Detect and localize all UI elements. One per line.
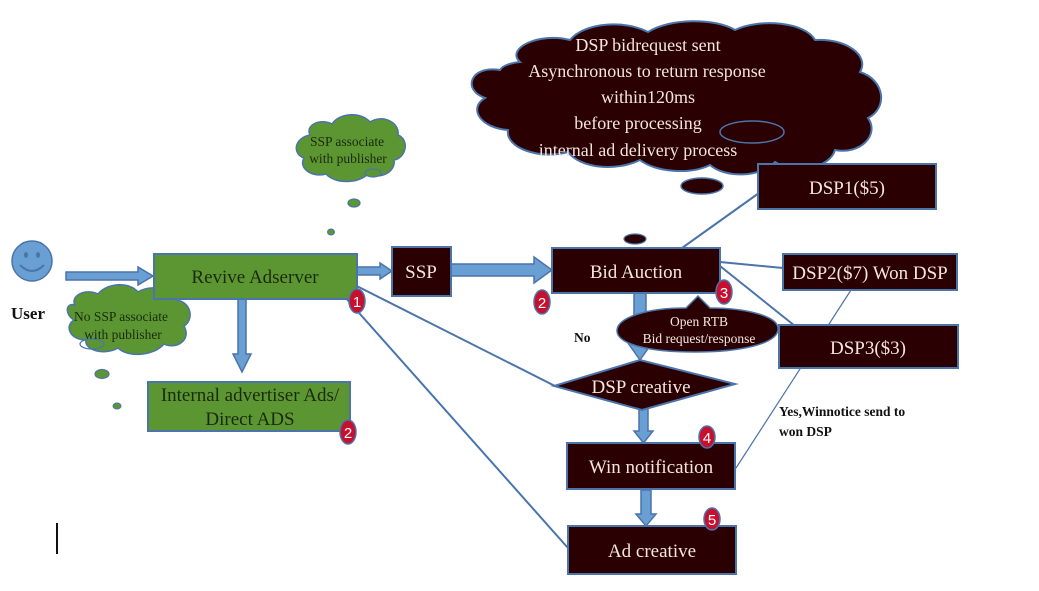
no-ssp-associate-cloud: No SSP associate with publisher bbox=[66, 284, 191, 410]
internal-ads-label-line2: Direct ADS bbox=[205, 409, 294, 430]
svg-text:5: 5 bbox=[708, 512, 716, 529]
internal-ads-node[interactable]: Internal advertiser Ads/ Direct ADS bbox=[147, 381, 351, 432]
ssp-box[interactable] bbox=[391, 246, 452, 297]
cloud-line-3: within120ms bbox=[601, 87, 695, 107]
thought-bubble bbox=[112, 402, 122, 410]
svg-text:1: 1 bbox=[353, 294, 361, 311]
cloud-inner-curve bbox=[79, 338, 105, 350]
smiley-face-icon bbox=[11, 240, 53, 282]
svg-text:4: 4 bbox=[703, 430, 711, 447]
open-rtb-line2: Bid request/response bbox=[643, 331, 756, 346]
thought-bubble bbox=[347, 198, 361, 208]
arrow-dsp-creative-to-win bbox=[632, 404, 655, 445]
dsp-bidrequest-cloud: DSP bidrequest sent Asynchronous to retu… bbox=[470, 20, 883, 245]
user-actor: User bbox=[11, 240, 53, 323]
ad-creative-node[interactable]: Ad creative bbox=[567, 525, 737, 575]
ad-creative-label: Ad creative bbox=[608, 541, 696, 562]
svg-text:2: 2 bbox=[344, 425, 352, 442]
win-notification-node[interactable]: Win notification bbox=[566, 442, 736, 490]
step-badge-2-internal: 2 bbox=[339, 419, 357, 445]
arrow-revive-to-ssp bbox=[355, 261, 394, 281]
arrow-ssp-to-bid bbox=[450, 255, 554, 285]
dsp-creative-node[interactable]: DSP creative bbox=[550, 358, 739, 412]
line-bid-to-dsp1 bbox=[681, 192, 760, 249]
cloud-shape bbox=[66, 284, 191, 356]
svg-text:3: 3 bbox=[720, 285, 728, 302]
revive-adserver-node[interactable]: Revive Adserver bbox=[153, 253, 358, 300]
cloud-inner-curve bbox=[719, 120, 785, 144]
open-rtb-line1: Open RTB bbox=[670, 314, 728, 329]
cloud-line-5: internal ad delivery process bbox=[539, 140, 737, 160]
line-win-to-dsp2 bbox=[735, 289, 852, 469]
internal-ads-label-line1: Internal advertiser Ads/ bbox=[161, 385, 340, 406]
user-label: User bbox=[11, 304, 45, 323]
smiley-mouth bbox=[19, 264, 45, 272]
dsp1-box[interactable] bbox=[757, 163, 937, 210]
bid-auction-label: Bid Auction bbox=[590, 262, 683, 283]
dsp2-label: DSP2($7) Won DSP bbox=[792, 263, 947, 284]
yes-label-line2: won DSP bbox=[779, 424, 832, 439]
ssp-label: SSP bbox=[405, 262, 437, 283]
win-notification-box[interactable] bbox=[566, 442, 736, 490]
internal-ads-box[interactable] bbox=[147, 381, 351, 432]
cloud-line-1: DSP bidrequest sent bbox=[575, 35, 720, 55]
dsp1-label: DSP1($5) bbox=[809, 178, 885, 199]
dsp-creative-label: DSP creative bbox=[591, 377, 690, 398]
smiley-eye-right bbox=[36, 252, 40, 258]
cloud-shape bbox=[295, 114, 406, 183]
no-label: No bbox=[574, 330, 591, 345]
cloud-line-2: with publisher bbox=[309, 151, 387, 166]
dsp2-box[interactable] bbox=[782, 253, 958, 291]
revive-adserver-box[interactable] bbox=[153, 253, 358, 300]
callout-shape bbox=[616, 294, 779, 353]
text-cursor bbox=[56, 523, 58, 554]
arrow-user-to-revive bbox=[65, 265, 155, 287]
thought-bubble bbox=[327, 228, 335, 236]
step-badge-5: 5 bbox=[703, 507, 721, 531]
dsp1-node[interactable]: DSP1($5) bbox=[757, 163, 937, 210]
thought-bubble bbox=[94, 368, 110, 380]
ssp-associate-cloud: SSP associate with publisher bbox=[295, 114, 406, 236]
ssp-node[interactable]: SSP bbox=[391, 246, 452, 297]
line-bid-to-dsp2 bbox=[719, 261, 784, 269]
dsp2-node[interactable]: DSP2($7) Won DSP bbox=[782, 253, 958, 291]
yes-label-line1: Yes,Winnotice send to bbox=[779, 404, 905, 419]
cloud-line-4: before processing bbox=[574, 113, 701, 133]
dsp-creative-diamond[interactable] bbox=[550, 358, 739, 412]
arrow-revive-to-internal bbox=[231, 296, 253, 374]
cloud-line-1: No SSP associate bbox=[74, 309, 168, 324]
smiley-eye-left bbox=[24, 252, 28, 258]
svg-text:2: 2 bbox=[538, 295, 546, 312]
arrow-win-to-ad-creative bbox=[634, 489, 658, 528]
step-badge-2-bid: 2 bbox=[533, 289, 551, 315]
step-badge-4: 4 bbox=[698, 425, 716, 449]
step-badge-3: 3 bbox=[715, 279, 733, 305]
cloud-line-2: with publisher bbox=[84, 327, 162, 342]
revive-adserver-label: Revive Adserver bbox=[191, 267, 319, 288]
thought-bubble-large bbox=[680, 177, 724, 195]
dsp3-box[interactable] bbox=[778, 324, 959, 369]
dsp3-label: DSP3($3) bbox=[830, 338, 906, 359]
open-rtb-callout: Open RTB Bid request/response bbox=[616, 294, 779, 353]
thought-bubble-small bbox=[623, 233, 647, 245]
line-bid-to-dsp3 bbox=[719, 265, 796, 327]
step-badge-1: 1 bbox=[348, 288, 366, 314]
cloud-line-2: Asynchronous to return response bbox=[528, 61, 765, 81]
cloud-line-1: SSP associate bbox=[310, 134, 384, 149]
ad-creative-box[interactable] bbox=[567, 525, 737, 575]
bid-auction-box[interactable] bbox=[551, 247, 721, 294]
thought-bubble bbox=[364, 168, 382, 178]
bid-auction-node[interactable]: Bid Auction bbox=[551, 247, 721, 294]
win-notification-label: Win notification bbox=[589, 457, 714, 478]
dsp3-node[interactable]: DSP3($3) bbox=[778, 324, 959, 369]
